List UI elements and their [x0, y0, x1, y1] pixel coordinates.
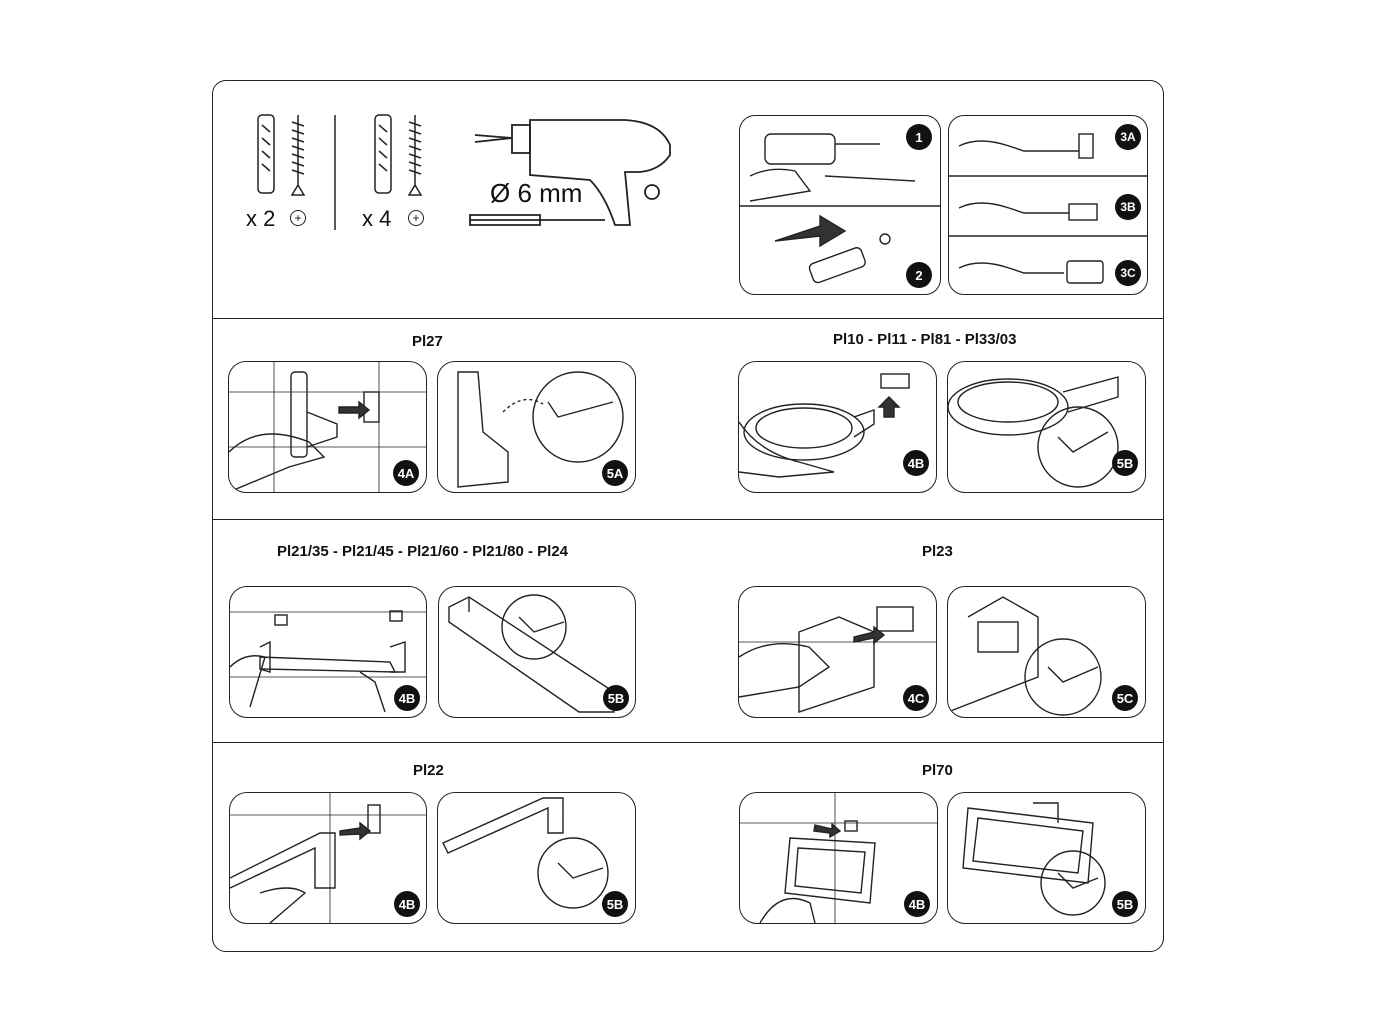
- step-badge: 1: [906, 124, 932, 150]
- screw-icon: [290, 115, 306, 196]
- step-panel-pl22-5b: 5B: [437, 792, 636, 924]
- step-badge: 5B: [1112, 450, 1138, 476]
- step-badge: 4B: [394, 891, 420, 917]
- plug-insert-illustration: [774, 214, 891, 284]
- small-set-quantity: x 2: [246, 206, 276, 231]
- step-panel-pl27-4a: 4A: [228, 361, 427, 493]
- step-badge: 3B: [1115, 194, 1141, 220]
- step-badge: 4B: [903, 450, 929, 476]
- wall-plug-icon: [374, 114, 392, 194]
- section-divider: [212, 519, 1164, 520]
- step-panel-pl10-5b: 5B: [947, 361, 1146, 493]
- step-badge: 5A: [602, 460, 628, 486]
- step-panel-pl21-4b: 4B: [229, 586, 427, 718]
- step-badge: 5B: [1112, 891, 1138, 917]
- step-panel-pl22-4b: 4B: [229, 792, 427, 924]
- step-badge: 3C: [1115, 260, 1141, 286]
- phillips-screw-icon: +: [408, 210, 424, 226]
- section-divider: [212, 318, 1164, 319]
- section-title-pl10: Pl10 - Pl11 - Pl81 - Pl33/03: [833, 331, 1017, 348]
- step-badge: 4B: [904, 891, 930, 917]
- power-drill-icon: [469, 119, 671, 226]
- section-title-pl23: Pl23: [922, 543, 953, 560]
- hand-drill-illustration: [749, 133, 916, 202]
- screwdriver-illustration: [958, 133, 1104, 284]
- section-divider: [212, 742, 1164, 743]
- step-panel-pl70-5b: 5B: [947, 792, 1146, 924]
- step-badge: 4B: [394, 685, 420, 711]
- step-badge: 2: [906, 262, 932, 288]
- section-title-pl22: Pl22: [413, 762, 444, 779]
- step-panel-drill-plug: 1 2: [739, 115, 941, 295]
- screw-icon: [407, 115, 423, 196]
- step-panel-pl23-4c: 4C: [738, 586, 937, 718]
- step-panel-pl10-4b: 4B: [738, 361, 937, 493]
- hardware-illustration: [257, 114, 671, 230]
- section-title-pl27: Pl27: [412, 333, 443, 350]
- step-badge: 4A: [393, 460, 419, 486]
- instruction-sheet: [212, 80, 1164, 952]
- step-badge: 5C: [1112, 685, 1138, 711]
- section-title-pl21: Pl21/35 - Pl21/45 - Pl21/60 - Pl21/80 - …: [277, 543, 569, 560]
- step-panel-pl23-5c: 5C: [947, 586, 1146, 718]
- step-panel-pl70-4b: 4B: [739, 792, 938, 924]
- phillips-screw-icon: +: [290, 210, 306, 226]
- step-panel-pl27-5a: 5A: [437, 361, 636, 493]
- large-set-quantity: x 4: [362, 206, 392, 231]
- step-badge: 4C: [903, 685, 929, 711]
- step-panel-pl21-5b: 5B: [438, 586, 636, 718]
- step-badge: 5B: [602, 891, 628, 917]
- drill-bit-size: Ø 6 mm: [490, 178, 583, 208]
- wall-plug-icon: [257, 114, 275, 194]
- step-panel-screws: 3A 3B 3C: [948, 115, 1148, 295]
- step-badge: 3A: [1115, 124, 1141, 150]
- section-title-pl70: Pl70: [922, 762, 953, 779]
- step-badge: 5B: [603, 685, 629, 711]
